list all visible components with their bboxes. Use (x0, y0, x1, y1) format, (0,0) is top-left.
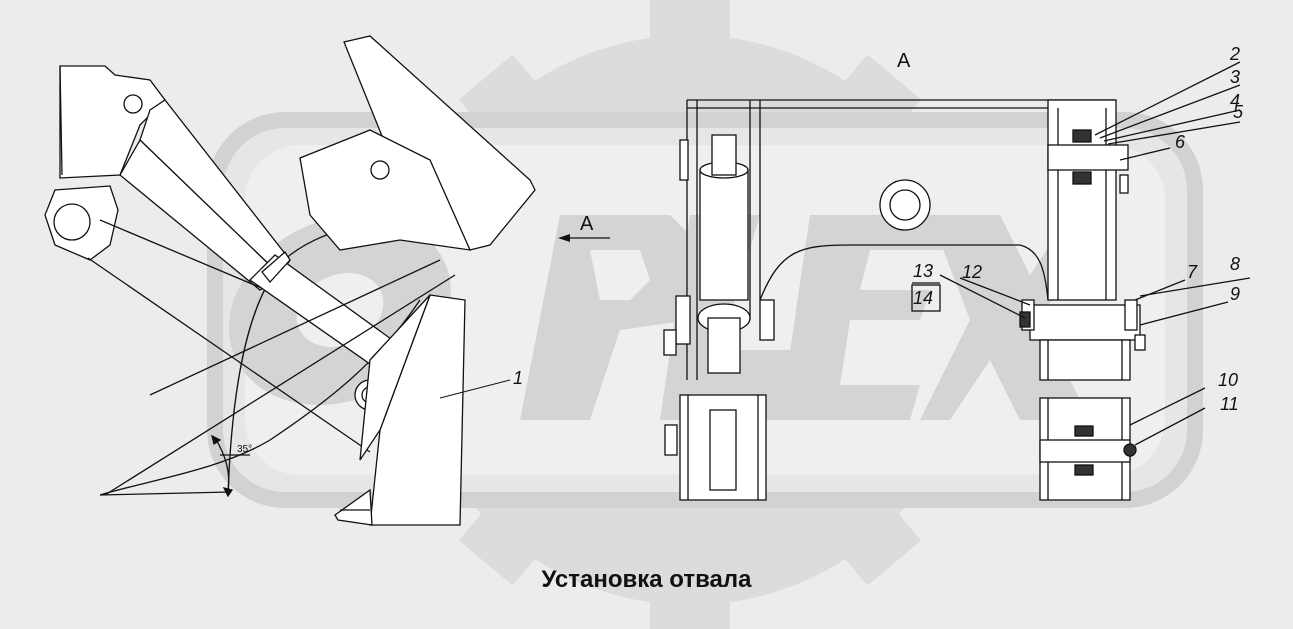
callout-13: 13 (913, 261, 933, 281)
angle-label: 35° (237, 444, 252, 455)
view-a-drawing (663, 61, 1251, 501)
callout-10: 10 (1218, 370, 1238, 390)
callout-2: 2 (1229, 44, 1240, 64)
callout-1: 1 (513, 368, 523, 388)
view-arrow-label: А (580, 213, 594, 235)
callout-7: 7 (1187, 262, 1198, 282)
callout-3: 3 (1230, 67, 1240, 87)
callout-11: 11 (1220, 394, 1239, 414)
callout-6: 6 (1175, 132, 1186, 152)
callout-14: 14 (913, 288, 933, 308)
callout-4: 4 (1230, 91, 1240, 111)
leader-1 (439, 379, 511, 399)
blade-side-view (44, 35, 536, 526)
callout-9: 9 (1230, 284, 1240, 304)
callout-12: 12 (962, 262, 982, 282)
view-title: А (897, 50, 911, 72)
view-arrow (558, 234, 610, 242)
callout-5: 5 (1233, 102, 1244, 122)
callout-8: 8 (1230, 254, 1240, 274)
figure-caption: Установка отвала (541, 566, 752, 593)
